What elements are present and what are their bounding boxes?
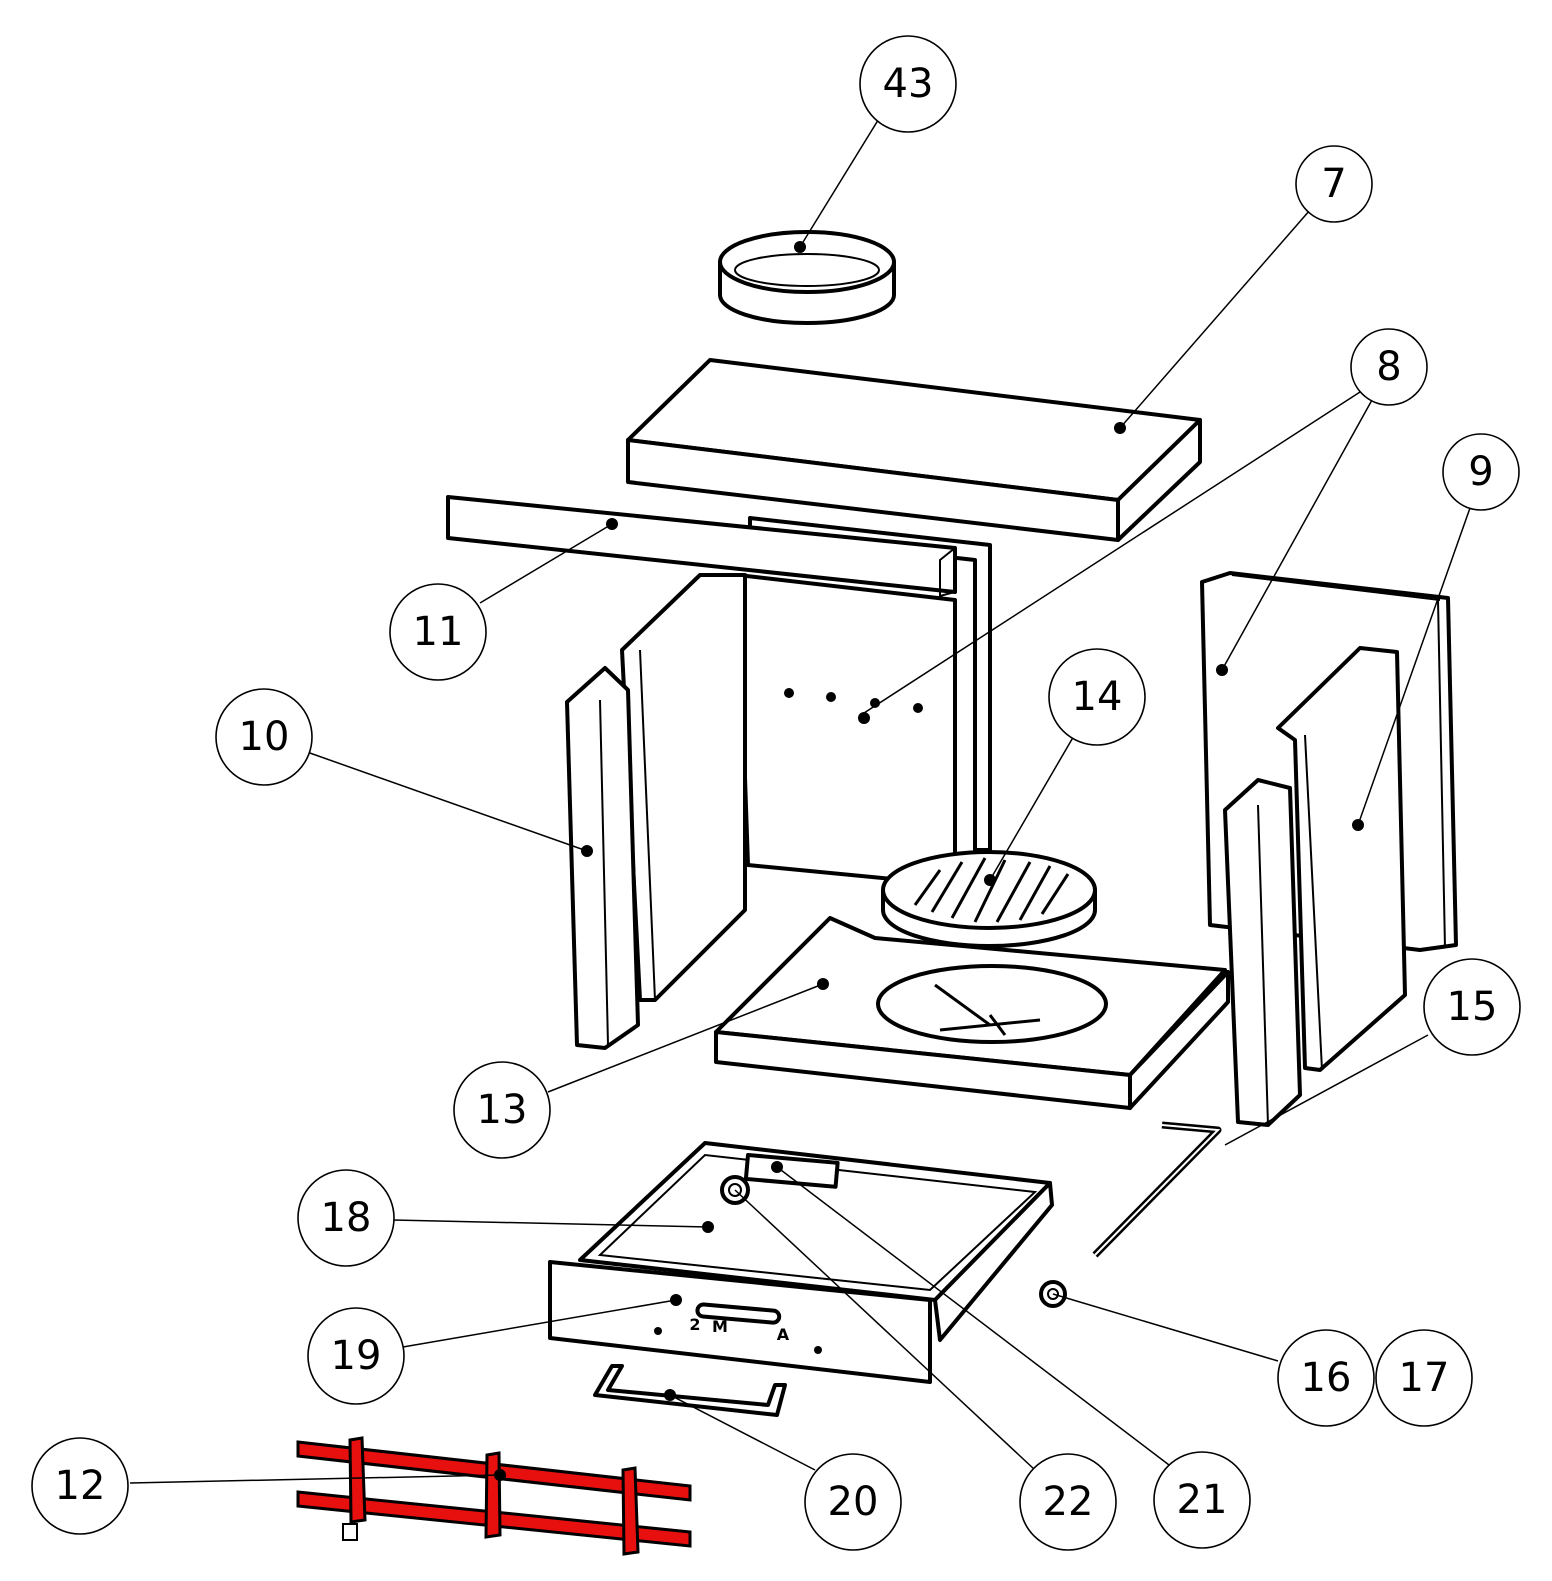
callout-10: 10 (215, 688, 313, 786)
callout-20: 20 (804, 1453, 902, 1551)
svg-text:21: 21 (1177, 1477, 1228, 1523)
svg-text:12: 12 (55, 1463, 106, 1509)
red-bar-clip-1 (348, 1436, 367, 1524)
callout-13: 13 (453, 1061, 551, 1159)
svg-text:17: 17 (1399, 1355, 1450, 1401)
callout-12: 12 (31, 1437, 129, 1535)
callout-19: 19 (307, 1307, 405, 1405)
svg-text:14: 14 (1072, 674, 1123, 720)
drawer-text-2: 2 (689, 1315, 700, 1334)
svg-text:11: 11 (413, 609, 464, 655)
drawer-text-a: A (777, 1325, 790, 1344)
svg-text:16: 16 (1301, 1355, 1352, 1401)
part-11-lintel (446, 495, 957, 598)
svg-text:19: 19 (331, 1333, 382, 1379)
drawer-text-m: M (712, 1317, 728, 1336)
callout-22: 22 (1019, 1453, 1117, 1551)
svg-text:13: 13 (477, 1087, 528, 1133)
part-12-red-bars (296, 1436, 692, 1556)
svg-text:9: 9 (1468, 449, 1493, 495)
part-18-ash-pan (578, 1141, 1054, 1342)
part-19-drawer-front: 2 M A (548, 1260, 932, 1384)
part-20-handle (593, 1364, 787, 1417)
red-bar-clip-3 (621, 1466, 640, 1556)
leader-lines (129, 116, 1471, 1484)
callout-9: 9 (1442, 433, 1520, 511)
part-7-top-baffle (626, 358, 1202, 542)
callout-8: 8 (1350, 328, 1428, 406)
svg-text:18: 18 (321, 1195, 372, 1241)
callout-11: 11 (389, 583, 487, 681)
svg-text:20: 20 (828, 1479, 879, 1525)
callout-7: 7 (1295, 145, 1373, 223)
part-43-flue-collar (718, 230, 896, 325)
part-13-base-plate (714, 916, 1230, 1110)
part-15-riddling-rod (1092, 1121, 1222, 1258)
part-14-round-grate (881, 850, 1097, 948)
callout-18: 18 (297, 1169, 395, 1267)
red-bar-tab (342, 1523, 358, 1541)
callout-43: 43 (859, 35, 957, 133)
callout-17: 17 (1375, 1329, 1473, 1427)
svg-text:10: 10 (239, 714, 290, 760)
svg-text:8: 8 (1376, 344, 1401, 390)
svg-text:7: 7 (1321, 161, 1346, 207)
part-10-left-panels (565, 573, 747, 1050)
callout-16: 16 (1277, 1329, 1375, 1427)
callout-14: 14 (1048, 648, 1146, 746)
red-bar-clip-2 (484, 1451, 502, 1539)
callout-15: 15 (1423, 958, 1521, 1056)
callout-21: 21 (1153, 1451, 1251, 1549)
callout-bubbles: 43 7 8 9 11 10 14 13 15 18 19 16 17 12 2… (31, 35, 1521, 1551)
svg-text:15: 15 (1447, 984, 1498, 1030)
svg-text:43: 43 (883, 61, 934, 107)
leader-dots (494, 241, 1364, 1481)
svg-text:22: 22 (1043, 1479, 1094, 1525)
part-9-right-panels (1200, 571, 1458, 1127)
